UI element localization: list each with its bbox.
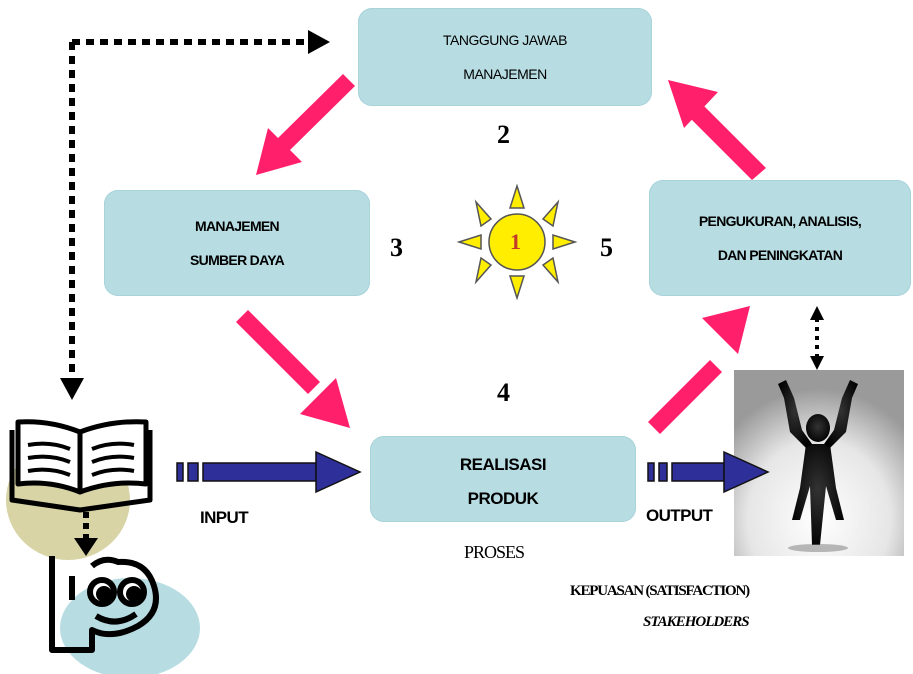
arrow-4-to-5 [648,306,750,434]
feedback-dotted-line-top [60,30,330,400]
output-flow-arrow [647,450,770,494]
box-product-realization: REALISASI PRODUK [370,436,636,522]
box-right-line1: PENGUKURAN, ANALISIS, [698,213,862,229]
step-number-3: 3 [390,233,403,262]
book-to-face-dotted-arrow [74,512,98,556]
stakeholders-label: STAKEHOLDERS [643,614,750,630]
input-label: INPUT [200,508,249,527]
box-center-line2: PRODUK [467,489,539,508]
silhouette-person-image [734,370,904,556]
arrow-3-to-4 [236,310,350,428]
step-number-5: 5 [600,233,613,262]
arrow-2-to-3 [256,74,355,175]
box-center-line1: REALISASI [459,455,547,474]
box-left-line2: SUMBER DAYA [190,252,285,268]
cycle-arrows [236,74,766,434]
open-book-icon [9,419,153,513]
step-number-1: 1 [510,229,521,254]
step-number-4: 4 [497,378,510,407]
box-resource-management: MANAJEMEN SUMBER DAYA [104,190,370,296]
process-label: PROSES [464,542,525,562]
input-flow-arrow [176,450,362,494]
step-number-2: 2 [497,120,510,149]
output-label: OUTPUT [646,506,713,525]
box-measurement-analysis-improvement: PENGUKURAN, ANALISIS, DAN PENINGKATAN [649,180,911,296]
stakeholder-dotted-link [810,306,824,370]
box-right-line2: DAN PENINGKATAN [717,247,843,263]
satisfaction-label: KEPUASAN (SATISFACTION) [570,583,750,599]
box-management-responsibility: TANGGUNG JAWAB MANAJEMEN [358,8,652,106]
box-top-line2: MANAJEMEN [463,66,547,82]
thinking-person-icon [49,556,159,653]
box-top-line1: TANGGUNG JAWAB [443,32,567,48]
arrow-5-to-2 [668,80,766,180]
box-left-line1: MANAJEMEN [195,218,280,234]
sun-icon [456,183,578,301]
